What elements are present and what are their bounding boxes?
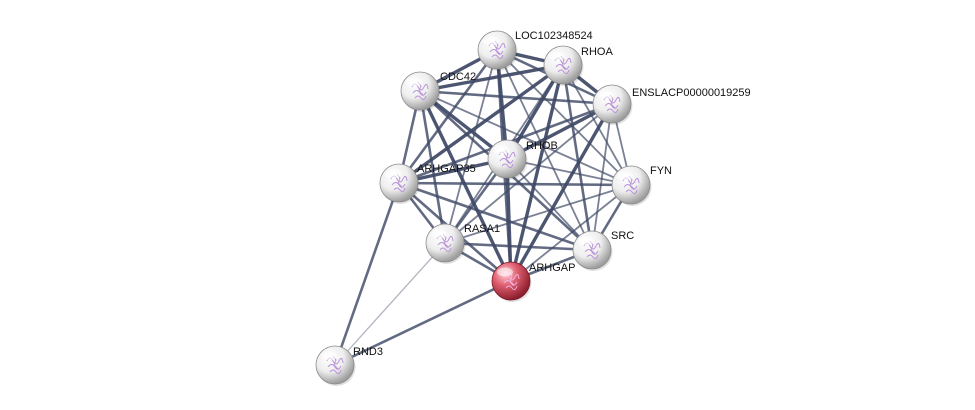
edge-cdc42-enslacp00000019259 <box>418 89 614 106</box>
edge-rhob-src <box>506 158 593 251</box>
protein-structure-icon <box>498 149 516 169</box>
node-highlight-gloss <box>431 229 447 239</box>
edge-cdc42-arhgap <box>418 89 513 283</box>
edge-arhgap35-src <box>397 181 594 252</box>
edge-fyn-rasa1 <box>444 184 632 244</box>
node-label: CDC42 <box>440 71 476 83</box>
node-sphere[interactable] <box>379 163 419 203</box>
node-highlight-gloss <box>598 90 614 100</box>
edge-cdc42-fyn <box>419 90 632 186</box>
node-label: SRC <box>611 230 634 242</box>
node-sphere[interactable] <box>592 84 632 124</box>
node-highlight-gloss <box>385 169 401 179</box>
protein-structure-icon <box>603 94 621 114</box>
node-label: LOC102348524 <box>515 30 593 42</box>
edge-loc102348524-src <box>496 49 593 251</box>
node-rasa1[interactable]: RASA1 <box>425 223 500 264</box>
node-label: RHOB <box>526 140 558 152</box>
edge-enslacp00000019259-src <box>591 103 613 251</box>
node-sphere[interactable] <box>315 345 355 385</box>
protein-structure-icon <box>502 271 520 291</box>
protein-structure-icon <box>390 173 408 193</box>
node-sphere[interactable] <box>611 165 651 205</box>
node-label: ARHGAP <box>529 262 575 274</box>
node-label: FYN <box>650 165 672 177</box>
edge-fyn-arhgap <box>510 184 632 282</box>
node-rhob[interactable]: RHOB <box>487 139 558 180</box>
node-sphere[interactable] <box>491 261 531 301</box>
node-sphere[interactable] <box>487 139 527 179</box>
node-rnd3[interactable]: RND3 <box>315 345 383 386</box>
edge-rhob-fyn <box>506 158 632 186</box>
edge-cdc42-rasa1 <box>418 89 447 245</box>
node-sphere[interactable] <box>400 71 440 111</box>
edge-arhgap35-fyn <box>397 181 633 187</box>
node-highlight-gloss <box>617 171 633 181</box>
node-label: ARHGAP35 <box>417 163 476 175</box>
node-arhgap35[interactable]: ARHGAP35 <box>379 163 476 204</box>
edge-rasa1-rnd3 <box>334 242 446 366</box>
node-highlight-gloss <box>483 36 499 46</box>
protein-structure-icon <box>622 175 640 195</box>
node-label: ENSLACP00000019259 <box>632 87 751 99</box>
node-highlight-gloss <box>493 145 509 155</box>
protein-structure-icon <box>488 40 506 60</box>
node-cdc42[interactable]: CDC42 <box>400 71 476 112</box>
node-src[interactable]: SRC <box>572 230 634 271</box>
node-highlight-gloss <box>497 267 513 277</box>
node-rhoa[interactable]: RHOA <box>543 45 613 86</box>
edge-loc102348524-rasa1 <box>444 49 498 244</box>
protein-structure-icon <box>436 233 454 253</box>
edge-rhoa-arhgap35 <box>397 63 565 185</box>
node-sphere[interactable] <box>543 45 583 85</box>
edge-rasa1-src <box>443 241 594 252</box>
edge-enslacp00000019259-arhgap <box>509 102 614 283</box>
node-loc102348524[interactable]: LOC102348524 <box>477 30 593 71</box>
node-enslacp00000019259[interactable]: ENSLACP00000019259 <box>592 84 751 125</box>
node-highlight-gloss <box>549 51 565 61</box>
protein-structure-icon <box>411 81 429 101</box>
edge-rhoa-fyn <box>562 64 632 186</box>
edge-enslacp00000019259-rhob <box>505 102 614 161</box>
node-highlight-gloss <box>321 351 337 361</box>
edge-rhoa-cdc42 <box>418 63 565 93</box>
edge-layer <box>333 48 633 367</box>
node-highlight-gloss <box>578 236 594 246</box>
node-sphere[interactable] <box>477 30 517 70</box>
node-label: RHOA <box>581 46 613 58</box>
node-sphere[interactable] <box>572 230 612 270</box>
edge-enslacp00000019259-rasa1 <box>444 103 613 244</box>
node-label: RND3 <box>353 346 383 358</box>
node-arhgap[interactable]: ARHGAP <box>491 261 575 302</box>
protein-structure-icon <box>554 55 572 75</box>
node-fyn[interactable]: FYN <box>611 165 672 206</box>
node-highlight-gloss <box>406 77 422 87</box>
protein-structure-icon <box>326 355 344 375</box>
node-label: RASA1 <box>464 223 500 235</box>
edge-arhgap35-rnd3 <box>333 181 401 367</box>
protein-structure-icon <box>583 240 601 260</box>
edge-arhgap-rnd3 <box>333 279 513 367</box>
node-sphere[interactable] <box>425 223 465 263</box>
